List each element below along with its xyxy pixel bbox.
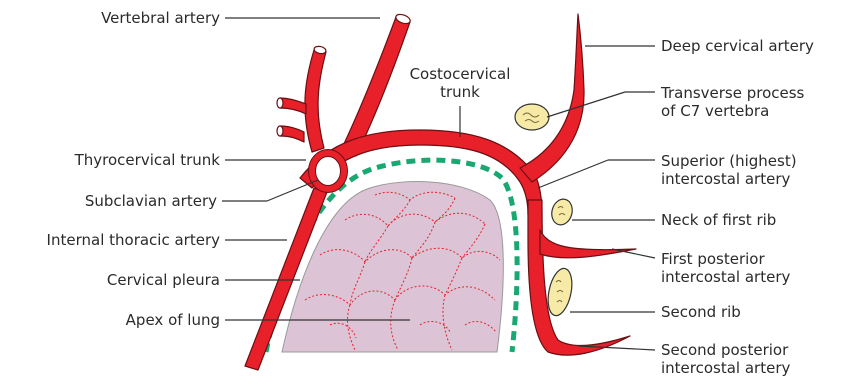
label-superior-intercostal-line2: intercostal artery	[661, 170, 797, 188]
label-costocervical-trunk-line1: Costocervical	[400, 65, 520, 83]
label-first-posterior-line1: First posterior	[661, 250, 790, 268]
label-deep-cervical-artery: Deep cervical artery	[661, 37, 814, 55]
label-internal-thoracic-artery: Internal thoracic artery	[47, 231, 220, 249]
label-transverse-process: Transverse process of C7 vertebra	[661, 84, 804, 120]
label-superior-intercostal-artery: Superior (highest) intercostal artery	[661, 152, 797, 188]
label-cervical-pleura: Cervical pleura	[107, 271, 220, 289]
label-first-posterior-line2: intercostal artery	[661, 268, 790, 286]
thyrocervical-branch-lower	[280, 126, 304, 142]
label-second-posterior-line2: intercostal artery	[661, 359, 790, 377]
label-superior-intercostal-line1: Superior (highest)	[661, 152, 797, 170]
label-costocervical-trunk-line2: trunk	[400, 83, 520, 101]
label-apex-of-lung: Apex of lung	[126, 311, 220, 329]
label-second-posterior-intercostal-artery: Second posterior intercostal artery	[661, 341, 790, 377]
thyrocervical-branch-upper	[280, 98, 306, 114]
label-first-posterior-intercostal-artery: First posterior intercostal artery	[661, 250, 790, 286]
neck-of-first-rib	[549, 197, 575, 227]
label-transverse-process-line2: of C7 vertebra	[661, 102, 804, 120]
subclavian-artery-ring	[312, 153, 344, 189]
label-transverse-process-line1: Transverse process	[661, 84, 804, 102]
label-neck-of-first-rib: Neck of first rib	[661, 211, 776, 229]
thyrocervical-branch-upper-end	[277, 98, 283, 108]
superior-intercostal-artery-shape	[528, 200, 630, 355]
thyrocervical-trunk-shape	[305, 50, 326, 152]
label-second-posterior-line1: Second posterior	[661, 341, 790, 359]
label-second-rib: Second rib	[661, 303, 741, 321]
label-thyrocervical-trunk: Thyrocervical trunk	[75, 151, 220, 169]
transverse-process-c7	[515, 104, 549, 130]
deep-cervical-artery-shape	[520, 14, 584, 182]
thyrocervical-branch-lower-end	[277, 126, 283, 136]
label-costocervical-trunk: Costocervical trunk	[400, 65, 520, 101]
first-posterior-intercostal-artery-shape	[540, 230, 636, 258]
label-vertebral-artery: Vertebral artery	[101, 9, 220, 27]
label-subclavian-artery: Subclavian artery	[85, 192, 217, 210]
second-rib-bone	[544, 266, 575, 318]
